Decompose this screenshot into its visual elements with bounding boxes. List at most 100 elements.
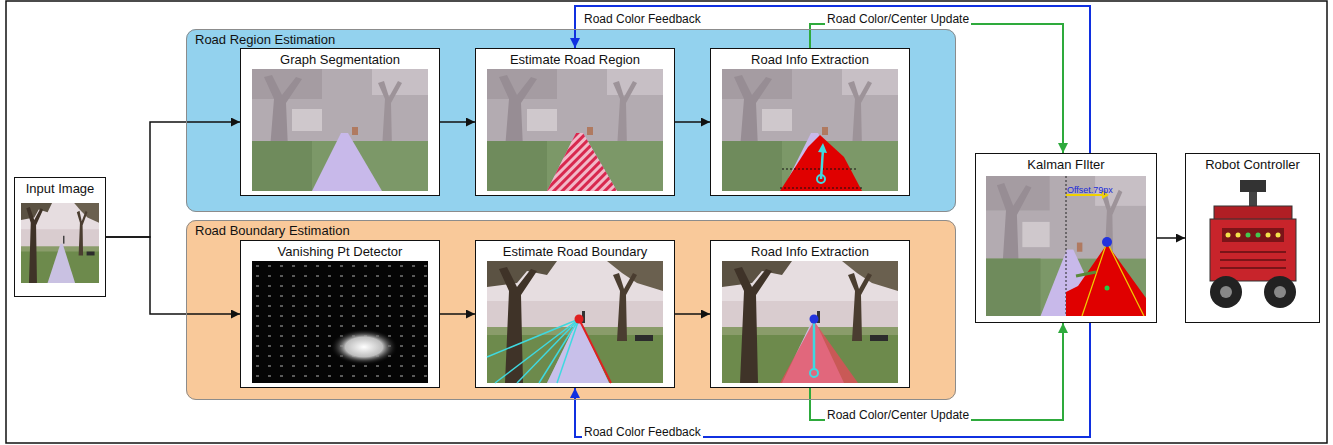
illustration-part	[1102, 237, 1112, 247]
kalman-image	[986, 176, 1146, 316]
connector-arrow	[106, 237, 240, 314]
illustration-part	[487, 261, 663, 383]
illustration-part	[547, 133, 617, 191]
stage-band: Road Region EstimationGraph Segmentation…	[186, 29, 956, 212]
edge-label-holder: Road Color/Center Update	[825, 405, 971, 423]
illustration-part	[817, 175, 825, 183]
process-box: Road Info Extraction	[710, 240, 910, 388]
illustration-part	[1264, 276, 1296, 308]
illustration-part	[579, 319, 611, 383]
filter-box: Kalman FIlter	[975, 153, 1157, 323]
illustration-part	[487, 319, 579, 357]
vanishing-point-image	[252, 261, 428, 383]
box-title: Graph Segmentation	[241, 52, 439, 68]
illustration-part	[1222, 228, 1284, 242]
illustration-part	[1214, 206, 1292, 220]
illustration-part	[252, 261, 428, 383]
illustration-part	[1082, 242, 1107, 316]
connector-arrow	[810, 323, 1063, 420]
region-info-image	[722, 69, 898, 191]
connector-arrow	[1157, 237, 1185, 239]
stage-band: Road Boundary EstimationVanishing Pt Det…	[186, 220, 956, 400]
edge-label-holder: Road Color Feedback	[582, 422, 703, 440]
illustration-part	[487, 319, 579, 383]
illustration-part	[818, 143, 827, 153]
illustration-part	[710, 48, 910, 196]
connector-arrow	[675, 121, 710, 123]
illustration-part	[495, 319, 579, 383]
annotation-holder: Offset.79px	[1067, 179, 1113, 197]
image-annotation: Offset.79px	[1067, 185, 1113, 195]
illustration-part	[330, 329, 398, 365]
road-boundary-image	[487, 261, 663, 383]
segmentation-image	[252, 69, 428, 191]
illustration-part	[986, 176, 1146, 316]
illustration-part	[240, 240, 440, 388]
connector-arrow	[440, 313, 475, 315]
illustration-part	[1256, 233, 1261, 238]
process-box: Estimate Road Boundary	[475, 240, 675, 388]
illustration-part	[21, 203, 99, 283]
illustration-part	[1066, 176, 1146, 316]
illustration-part	[710, 240, 910, 388]
robot-illustration	[1210, 180, 1296, 308]
box-title: Robot Controller	[1186, 157, 1319, 173]
illustration-part	[475, 48, 675, 196]
process-box: Road Info Extraction	[710, 48, 910, 196]
illustration-part	[986, 176, 1146, 316]
controller-box: Robot Controller	[1185, 153, 1320, 323]
illustration-part	[1246, 233, 1261, 238]
boundary-info-image	[722, 261, 898, 383]
box-title: Estimate Road Region	[476, 52, 674, 68]
illustration-part	[722, 69, 898, 191]
illustration-part	[782, 169, 856, 170]
illustration-part	[539, 319, 579, 383]
illustration-part	[252, 261, 428, 383]
illustration-part	[1220, 251, 1286, 253]
illustration-part	[722, 261, 898, 383]
illustration-part	[1220, 267, 1286, 269]
band-fill	[186, 220, 956, 400]
edge-label: Road Color Feedback	[582, 13, 703, 26]
edge-label: Road Color/Center Update	[825, 409, 971, 422]
box-fills	[240, 48, 910, 388]
connector-arrow	[575, 323, 1090, 437]
illustration-part	[1226, 233, 1281, 238]
input-box: Input Image	[14, 177, 106, 297]
illustration-part	[780, 135, 862, 191]
illustration-part	[1220, 286, 1232, 298]
box-title: Kalman FIlter	[976, 157, 1156, 173]
box-title: Estimate Road Boundary	[476, 244, 674, 260]
illustration-part	[1274, 286, 1286, 298]
road-region-image	[487, 69, 663, 191]
illustration-part	[1066, 244, 1146, 316]
illustration-part	[517, 319, 579, 383]
illustration-part	[487, 69, 663, 191]
illustration-part	[1266, 233, 1271, 238]
connector-arrow	[675, 313, 710, 315]
illustration-part	[1220, 259, 1286, 261]
illustration-part	[810, 369, 818, 377]
illustration-part	[557, 319, 579, 383]
edge-label-holder: Road Color/Center Update	[825, 9, 971, 27]
illustration-part	[1246, 233, 1251, 238]
illustration-part	[1210, 276, 1242, 308]
illustration-part	[810, 315, 819, 324]
illustration-part	[1226, 233, 1231, 238]
illustration-part	[1236, 233, 1241, 238]
box-title: Road Info Extraction	[711, 52, 909, 68]
band-title: Road Region Estimation	[195, 32, 955, 48]
illustration-part	[475, 240, 675, 388]
band-fill	[186, 29, 956, 212]
illustration-part	[575, 315, 584, 324]
box-title: Input Image	[15, 181, 105, 197]
illustration-part	[780, 321, 858, 383]
edge-label-holder: Road Color Feedback	[582, 9, 703, 27]
illustration-part	[1076, 272, 1096, 276]
illustration-part	[1276, 233, 1281, 238]
edge-label: Road Color/Center Update	[825, 13, 971, 26]
